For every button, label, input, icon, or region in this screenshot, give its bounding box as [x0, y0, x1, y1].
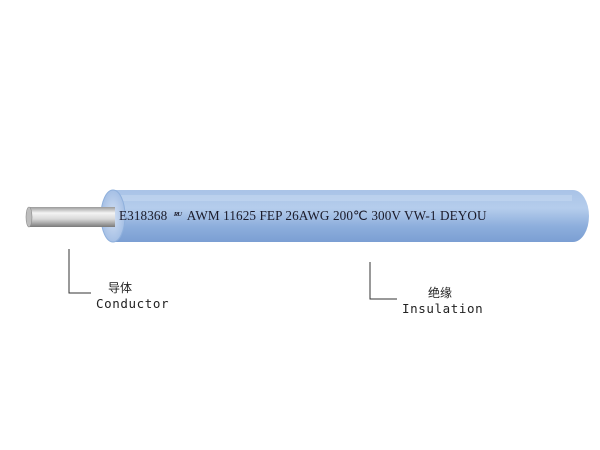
ul-recognized-icon: ᴿᵁ — [173, 210, 182, 222]
insulation-jacket — [113, 190, 589, 242]
conductor-leader-line — [68, 249, 91, 294]
conductor-label-en: Conductor — [96, 296, 170, 311]
conductor-label: 导体 Conductor — [96, 281, 169, 311]
print-code: E318368 — [119, 208, 168, 223]
cable-print-marking: E318368 ᴿᵁ AWM 11625 FEP 26AWG 200℃ 300V… — [119, 206, 579, 226]
insulation-label-cn: 绝缘 — [428, 286, 453, 300]
conductor-label-cn: 导体 — [108, 281, 133, 295]
insulation-label: 绝缘 Insulation — [402, 286, 483, 316]
insulation-sheen — [115, 195, 572, 201]
conductor-tip — [25, 206, 33, 228]
conductor-wire — [29, 207, 115, 227]
insulation-label-en: Insulation — [402, 301, 484, 316]
insulation-leader-line — [369, 262, 397, 300]
print-spec: AWM 11625 FEP 26AWG 200℃ 300V VW-1 DEYOU — [186, 208, 487, 223]
